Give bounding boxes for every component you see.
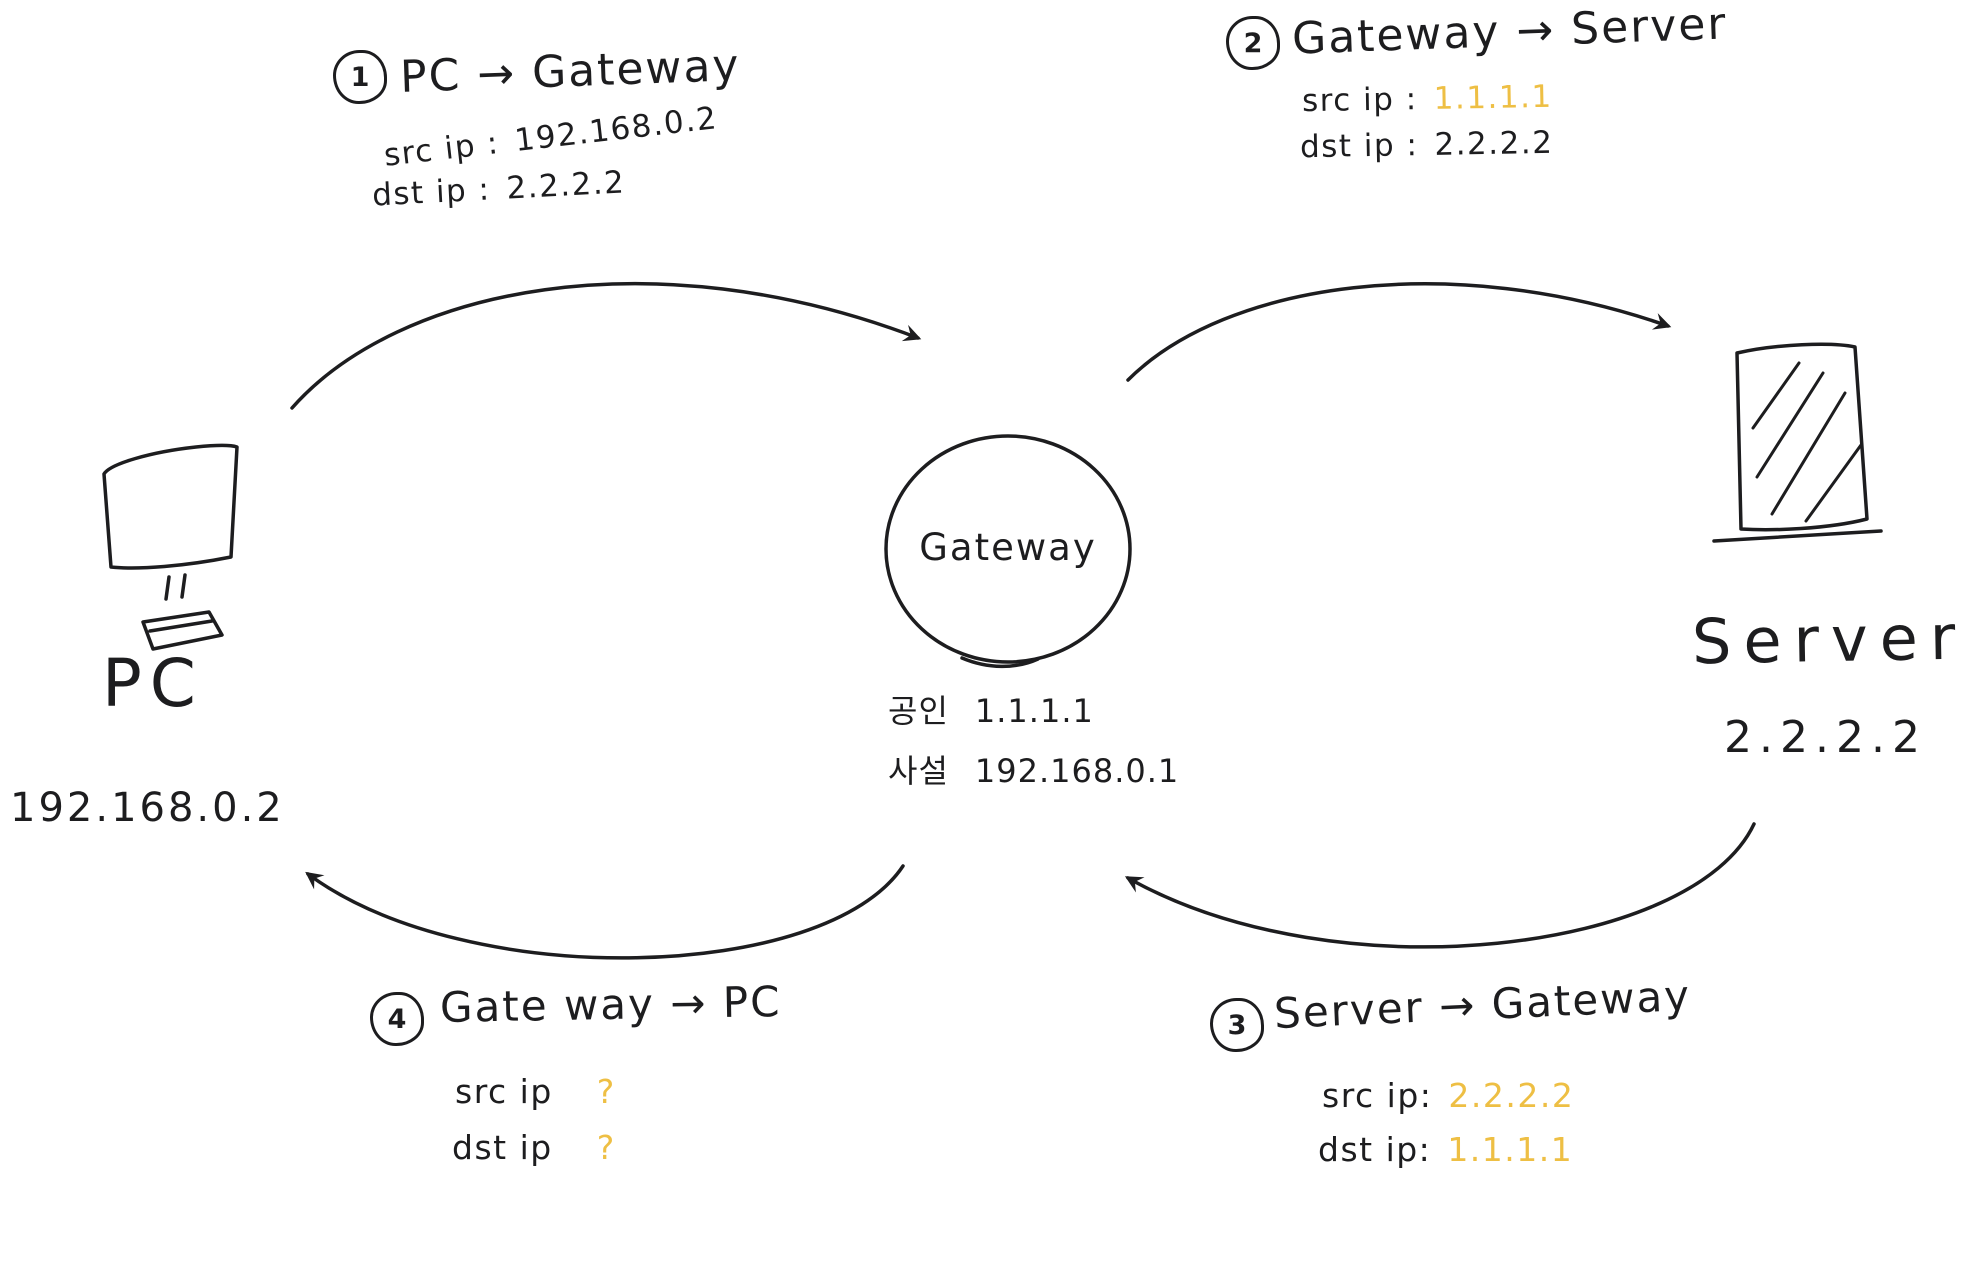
gateway-public-ip-line: 공인 1.1.1.1 <box>888 692 1094 730</box>
flow-2-number: 2 <box>1243 27 1263 59</box>
server-hatch-icon <box>1753 363 1861 521</box>
flow-1-number: 1 <box>350 61 370 93</box>
gateway-private-ip: 192.168.0.1 <box>974 752 1180 790</box>
gateway-circle-overlap-stroke <box>962 658 1038 666</box>
flow-3-dst-value: 1.1.1.1 <box>1447 1130 1574 1169</box>
flow-3-dst-line: dst ip: 1.1.1.1 <box>1318 1130 1574 1169</box>
server-box-icon <box>1737 344 1867 529</box>
server-ip: 2.2.2.2 <box>1724 712 1927 763</box>
flow-4-number-badge: 4 <box>370 992 424 1046</box>
arrow-gateway-to-server <box>1128 284 1672 380</box>
flow-4-src-label: src ip <box>455 1072 553 1111</box>
arrow-pc-to-gateway <box>292 284 922 408</box>
flow-3-number-badge: 3 <box>1210 998 1264 1052</box>
flow-3-number: 3 <box>1227 1009 1247 1041</box>
pc-label: PC <box>102 645 204 722</box>
flow-3-src-line: src ip: 2.2.2.2 <box>1322 1076 1575 1115</box>
pc-base-icon <box>143 612 222 649</box>
flow-4-src-line: src ip ? <box>455 1072 616 1111</box>
gateway-public-prefix: 공인 <box>888 692 949 730</box>
gateway-label: Gateway <box>919 526 1097 569</box>
gateway-private-prefix: 사설 <box>888 752 949 790</box>
flow-2-number-badge: 2 <box>1226 16 1280 70</box>
pc-ip: 192.168.0.2 <box>10 785 285 831</box>
flow-3-src-value: 2.2.2.2 <box>1448 1076 1575 1115</box>
server-base-icon <box>1714 531 1881 541</box>
flow-2-src-label: src ip : <box>1301 81 1419 120</box>
arrow-server-to-gateway <box>1124 824 1754 947</box>
pc-stand-icon <box>166 575 185 599</box>
flow-2-dst-value: 2.2.2.2 <box>1434 124 1554 163</box>
gateway-public-ip: 1.1.1.1 <box>974 692 1094 730</box>
flow-2-src-line: src ip : 1.1.1.1 <box>1301 78 1553 120</box>
flow-3-src-label: src ip: <box>1322 1076 1433 1115</box>
flow-4-src-value: ? <box>596 1072 616 1111</box>
gateway-private-ip-line: 사설 192.168.0.1 <box>888 752 1180 790</box>
flow-4-number: 4 <box>387 1003 407 1035</box>
flow-2-src-value: 1.1.1.1 <box>1433 78 1553 117</box>
flow-4-dst-value: ? <box>596 1128 616 1167</box>
pc-monitor-icon <box>104 446 237 568</box>
flow-2-dst-label: dst ip : <box>1299 127 1419 166</box>
flow-2-dst-line: dst ip : 2.2.2.2 <box>1299 124 1554 166</box>
arrow-gateway-to-pc <box>305 866 903 958</box>
flow-1-dst-value: 2.2.2.2 <box>505 164 627 207</box>
flow-1-dst-label: dst ip : <box>371 171 492 214</box>
gateway-circle-icon <box>886 436 1130 662</box>
flow-3-dst-label: dst ip: <box>1318 1130 1432 1169</box>
flow-4-dst-label: dst ip <box>452 1128 553 1167</box>
flow-4-dst-line: dst ip ? <box>452 1128 616 1167</box>
flow-4-title: Gate way → PC <box>439 977 782 1032</box>
server-label: Server <box>1691 600 1968 679</box>
flow-1-number-badge: 1 <box>333 50 387 104</box>
